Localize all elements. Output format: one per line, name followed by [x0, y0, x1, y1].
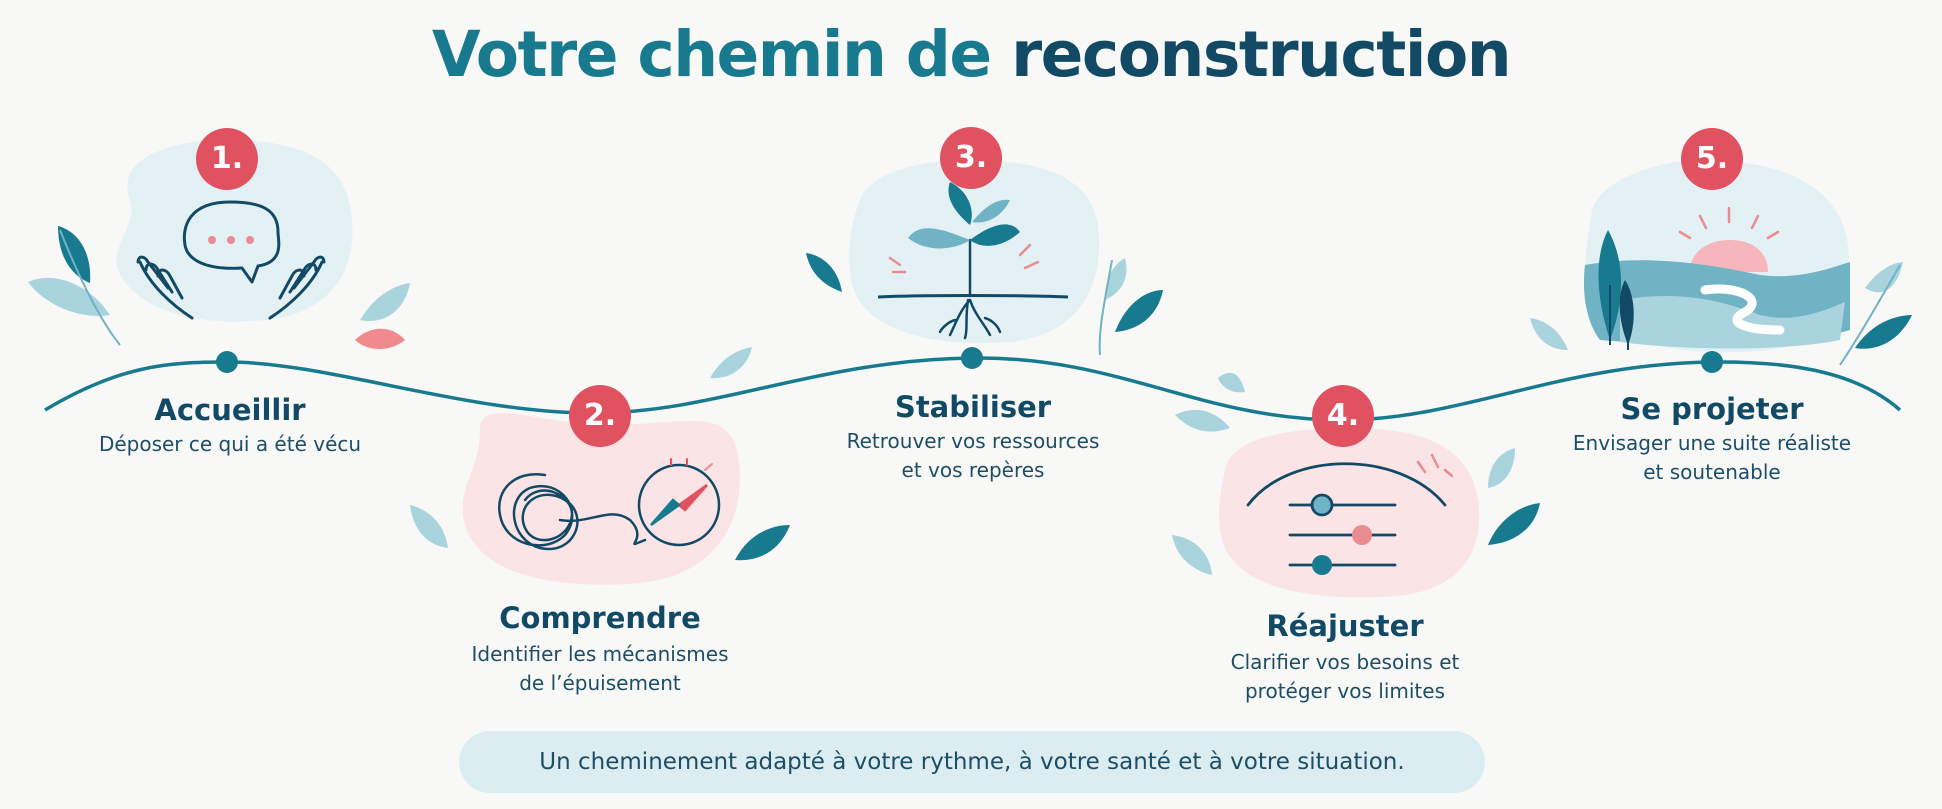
path-dot-step-3 [961, 347, 983, 369]
leaf [1488, 503, 1540, 545]
leaf [355, 328, 405, 349]
step-2-desc-line-2: de l’épuisement [519, 671, 681, 695]
step-5-description: Envisager une suite réaliste et soutenab… [1532, 429, 1892, 487]
step-1-title: Accueillir [154, 393, 306, 427]
step-2-description: Identifier les mécanismes de l’épuisemen… [420, 640, 780, 698]
leaf [1105, 258, 1127, 300]
step-1-desc-line-1: Déposer ce qui a été vécu [98, 432, 362, 456]
step-1-badge: 1. [196, 128, 258, 190]
page-title: Votre chemin de reconstruction [0, 18, 1942, 91]
step-5-desc-line-2: et soutenable [1643, 460, 1781, 484]
step-3-title: Stabiliser [894, 390, 1052, 424]
leaf [1488, 448, 1515, 488]
path-dot-step-1 [216, 351, 238, 373]
step-4-title: Réajuster [1266, 609, 1424, 643]
sunrise-landscape-icon [1583, 206, 1850, 350]
leaf [806, 253, 842, 292]
leaf-stem [1098, 259, 1113, 356]
step-2-badge: 2. [569, 385, 631, 447]
leaf-stem [1839, 264, 1901, 366]
step-4-description: Clarifier vos besoins et protéger vos li… [1165, 648, 1525, 706]
step-3-badge: 3. [940, 127, 1002, 189]
step-2-desc-line-1: Identifier les mécanismes [471, 642, 729, 666]
sliders-arc-icon [1246, 453, 1454, 575]
leaf [1218, 372, 1245, 393]
path-dot-step-5 [1701, 351, 1723, 373]
leaf [1530, 318, 1568, 350]
step-4-badge: 4. [1312, 385, 1374, 447]
leaf [58, 226, 91, 283]
step-1-description: Déposer ce qui a été vécu [50, 430, 410, 459]
step-3-description: Retrouver vos ressources et vos repères [793, 427, 1153, 485]
speech-bubble-hands-icon [136, 200, 326, 320]
step-3-desc-line-2: et vos repères [901, 458, 1045, 482]
leaf [410, 505, 448, 548]
leaf [710, 347, 752, 379]
leaf-stem [59, 229, 121, 346]
step-4-blob [1218, 428, 1479, 598]
step-4-desc-line-1: Clarifier vos besoins et [1230, 650, 1460, 674]
leaf [1865, 262, 1903, 293]
tangle-compass-icon [497, 458, 721, 551]
step-2-blob [462, 413, 740, 585]
leaf [28, 277, 110, 316]
footer-banner: Un cheminement adapté à votre rythme, à … [459, 731, 1485, 793]
title-part-1: Votre chemin de [431, 18, 992, 91]
step-2-title: Comprendre [499, 601, 701, 635]
leaf [360, 283, 410, 321]
leaf [1855, 315, 1912, 349]
step-5-badge: 5. [1681, 128, 1743, 190]
title-part-2: reconstruction [1011, 18, 1512, 91]
step-4-desc-line-2: protéger vos limites [1244, 679, 1445, 703]
step-5-title: Se projeter [1620, 392, 1804, 426]
leaf [1172, 535, 1212, 575]
leaf [1115, 290, 1163, 332]
step-3-desc-line-1: Retrouver vos ressources [846, 429, 1100, 453]
leaf [735, 525, 790, 561]
sprout-roots-icon [877, 182, 1069, 340]
step-5-desc-line-1: Envisager une suite réaliste [1572, 431, 1852, 455]
leaf [1175, 409, 1230, 432]
